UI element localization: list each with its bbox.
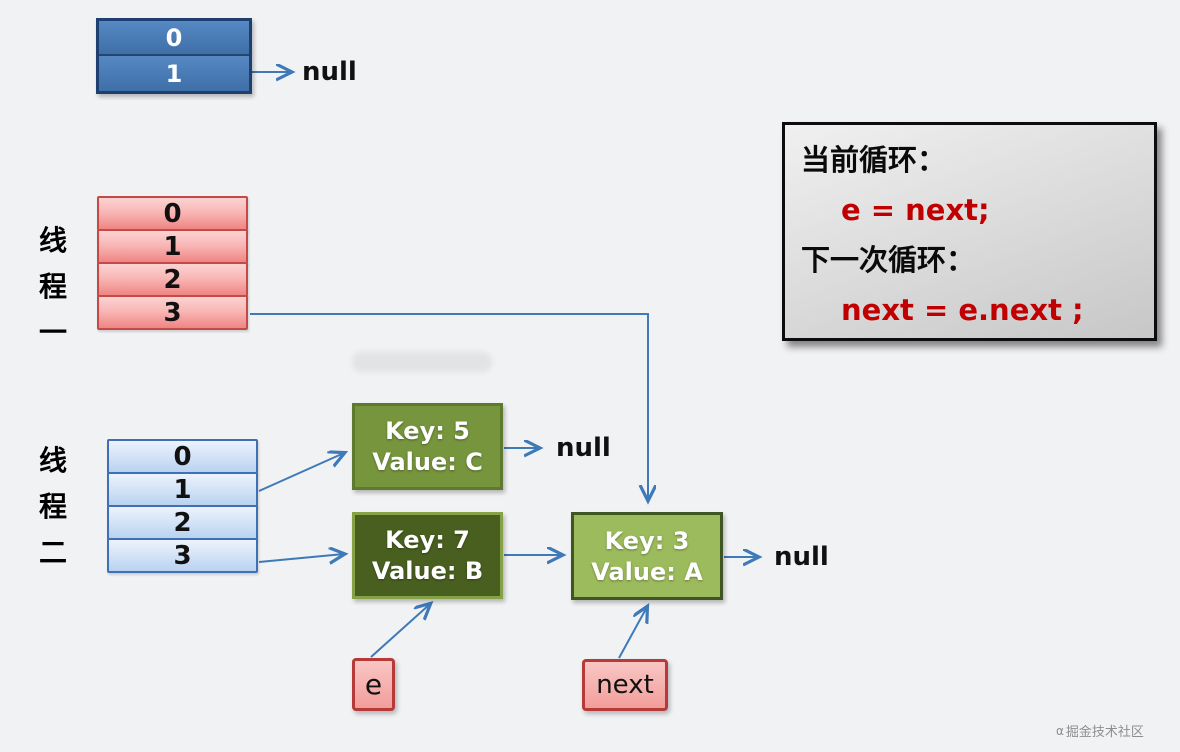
thread2-label: 线程二	[38, 444, 67, 569]
arrow-thread2-slot3-to-key7	[258, 554, 344, 562]
top-bucket-table: 0 1	[96, 18, 252, 94]
node-key7: Key: 7 Value: B	[352, 512, 503, 599]
null-label-after-key3: null	[774, 542, 829, 572]
bucket-row: 1	[99, 56, 249, 91]
watermark-text: 掘金技术社区	[1065, 725, 1144, 740]
pointer-next-box: next	[582, 659, 668, 711]
node-key5-key: Key: 5	[385, 417, 470, 445]
arrow-thread2-to-key5	[258, 453, 344, 492]
node-key3-key: Key: 3	[604, 526, 690, 555]
thread1-bucket-table: 0 1 2 3	[97, 196, 248, 334]
bucket-row: 2	[107, 505, 258, 540]
bucket-row: 0	[99, 21, 249, 56]
bucket-row: 3	[97, 295, 248, 330]
code-line-next-assign: next = e.next ;	[841, 293, 1084, 327]
bucket-row: 1	[107, 472, 258, 507]
node-key5: Key: 5 Value: C	[352, 403, 503, 490]
bucket-row: 0	[107, 439, 258, 474]
loop-code-box: 当前循环： e = next; 下一次循环： next = e.next ;	[782, 122, 1157, 341]
bucket-row: 1	[97, 229, 248, 264]
code-line-current-loop: 当前循环：	[801, 143, 947, 177]
bucket-row: 3	[107, 538, 258, 573]
arrow-next-to-key3	[618, 607, 647, 659]
node-key3-value: Value: A	[591, 557, 703, 586]
code-line-e-assign: e = next;	[841, 193, 990, 227]
thread1-label: 线程一	[38, 224, 67, 349]
watermark: α 掘金技术社区	[1056, 721, 1144, 741]
null-label-after-key5: null	[556, 433, 611, 463]
bucket-row: 0	[97, 196, 248, 231]
watermark-logo-icon: α	[1056, 723, 1064, 738]
arrow-thread1-slot3-to-key3	[250, 313, 648, 500]
node-key7-value: Value: B	[371, 557, 484, 585]
node-key5-value: Value: C	[372, 448, 483, 476]
bucket-row: 2	[97, 262, 248, 297]
node-key7-key: Key: 7	[385, 526, 470, 554]
thread2-bucket-table: 0 1 2 3	[107, 439, 258, 577]
null-label-top: null	[302, 57, 357, 87]
node-key3: Key: 3 Value: A	[571, 512, 723, 600]
arrow-e-to-key7	[370, 604, 430, 658]
pointer-e-box: e	[352, 658, 395, 711]
erased-watermark-smudge	[352, 352, 492, 372]
code-line-next-loop: 下一次循环：	[801, 243, 976, 277]
